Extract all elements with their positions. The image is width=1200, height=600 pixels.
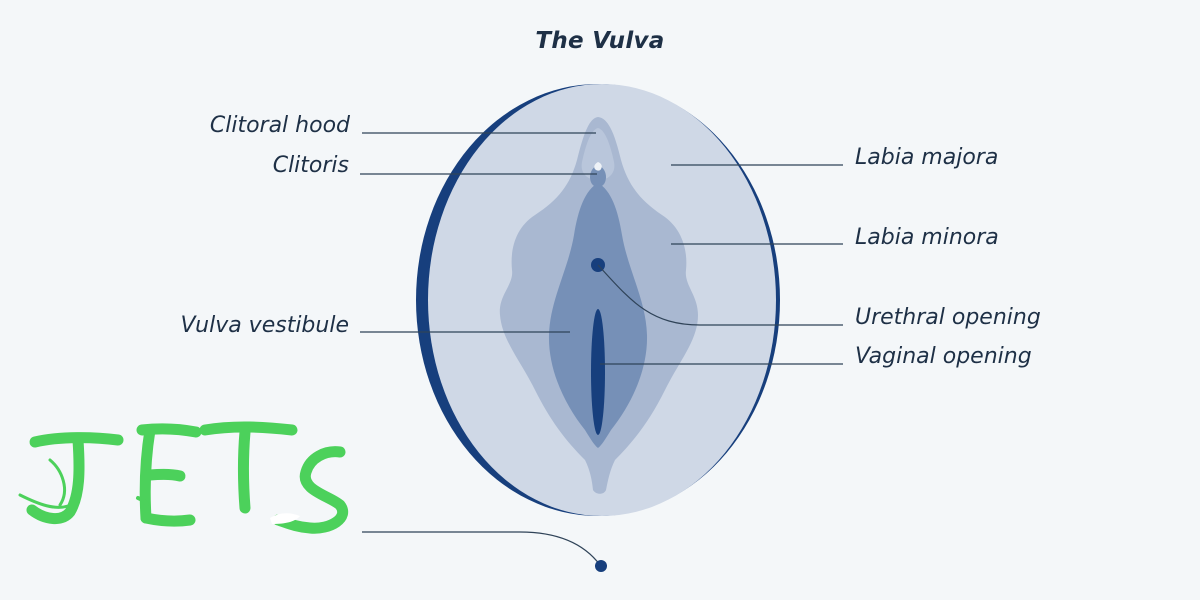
- clitoral-hood-shape: [581, 128, 615, 180]
- diagram-title: The Vulva: [535, 28, 665, 54]
- label-labia-majora: Labia majora: [855, 145, 999, 170]
- clitoris-shape: [590, 165, 606, 187]
- label-urethral-opening: Urethral opening: [855, 305, 1041, 330]
- handwritten-jets-overlay: [18, 421, 348, 534]
- leader-overlay-pointer: [362, 531, 601, 566]
- label-vaginal-opening: Vaginal opening: [855, 344, 1032, 369]
- leader-urethral-opening: [597, 264, 843, 326]
- overlay-smudge: [270, 513, 300, 524]
- label-clitoris: Clitoris: [272, 153, 349, 178]
- clitoris-highlight: [594, 162, 602, 171]
- label-labia-minora: Labia minora: [855, 225, 999, 250]
- pointer-end-dot: [595, 560, 607, 572]
- vaginal-opening-shape: [591, 309, 605, 435]
- label-vulva-vestibule: Vulva vestibule: [180, 313, 349, 338]
- label-clitoral-hood: Clitoral hood: [209, 113, 350, 138]
